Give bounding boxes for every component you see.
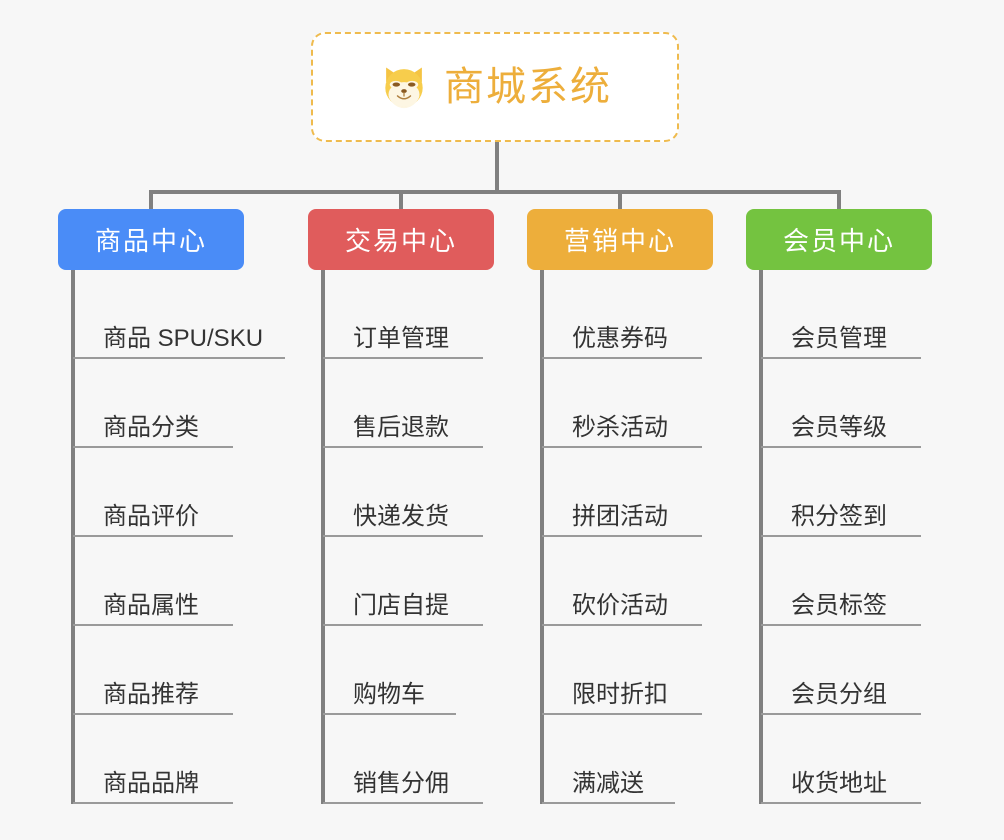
leaf-label: 订单管理 <box>353 324 449 352</box>
leaf-item[interactable]: 购物车 <box>323 626 456 715</box>
leaf-item[interactable]: 会员管理 <box>761 270 921 359</box>
leaf-item[interactable]: 快递发货 <box>323 448 483 537</box>
leaf-label: 商品属性 <box>103 591 199 619</box>
leaf-item[interactable]: 收货地址 <box>761 715 921 804</box>
leaf-item[interactable]: 积分签到 <box>761 448 921 537</box>
leaf-item[interactable]: 订单管理 <box>323 270 483 359</box>
branch-header-label-2: 交易中心 <box>344 226 457 256</box>
leaf-label: 商品分类 <box>103 413 199 441</box>
leaf-label: 商品评价 <box>103 502 199 530</box>
connector-drop-4 <box>837 190 841 211</box>
leaf-label: 商品推荐 <box>103 680 199 708</box>
leaf-label: 售后退款 <box>353 413 449 441</box>
branch-spine-4 <box>759 270 763 804</box>
leaf-item[interactable]: 商品 SPU/SKU <box>73 270 285 359</box>
leaf-list-4: 会员管理 会员等级 积分签到 会员标签 会员分组 收货地址 <box>761 270 921 804</box>
leaf-label: 积分签到 <box>791 502 887 530</box>
leaf-label: 会员标签 <box>791 591 887 619</box>
branch-header-label-1: 商品中心 <box>94 226 207 256</box>
leaf-label: 砍价活动 <box>572 591 668 619</box>
leaf-item[interactable]: 商品推荐 <box>73 626 233 715</box>
leaf-item[interactable]: 销售分佣 <box>323 715 483 804</box>
shiba-dog-icon <box>378 61 430 113</box>
leaf-label: 秒杀活动 <box>572 413 668 441</box>
leaf-item[interactable]: 秒杀活动 <box>542 359 702 448</box>
branch-header-label-3: 营销中心 <box>563 226 676 256</box>
leaf-item[interactable]: 会员分组 <box>761 626 921 715</box>
leaf-label: 优惠券码 <box>572 324 668 352</box>
leaf-item[interactable]: 售后退款 <box>323 359 483 448</box>
leaf-list-3: 优惠券码 秒杀活动 拼团活动 砍价活动 限时折扣 满减送 <box>542 270 702 804</box>
leaf-label: 门店自提 <box>353 591 449 619</box>
leaf-label: 会员管理 <box>791 324 887 352</box>
leaf-list-2: 订单管理 售后退款 快递发货 门店自提 购物车 销售分佣 <box>323 270 483 804</box>
leaf-label: 收货地址 <box>791 769 887 797</box>
leaf-item[interactable]: 优惠券码 <box>542 270 702 359</box>
leaf-item[interactable]: 满减送 <box>542 715 675 804</box>
branch-header-2[interactable]: 交易中心 <box>308 209 494 270</box>
leaf-label: 会员分组 <box>791 680 887 708</box>
leaf-item[interactable]: 砍价活动 <box>542 537 702 626</box>
connector-drop-3 <box>618 190 622 211</box>
leaf-label: 购物车 <box>353 680 425 708</box>
root-label: 商城系统 <box>444 65 612 109</box>
branch-header-3[interactable]: 营销中心 <box>527 209 713 270</box>
root-node[interactable]: 商城系统 <box>311 32 679 142</box>
leaf-label: 拼团活动 <box>572 502 668 530</box>
leaf-label: 满减送 <box>572 769 644 797</box>
leaf-item[interactable]: 商品品牌 <box>73 715 233 804</box>
branch-header-4[interactable]: 会员中心 <box>746 209 932 270</box>
leaf-item[interactable]: 会员等级 <box>761 359 921 448</box>
connector-drop-1 <box>149 190 153 211</box>
connector-bus-bar <box>149 190 841 194</box>
leaf-label: 销售分佣 <box>353 769 449 797</box>
leaf-item[interactable]: 商品分类 <box>73 359 233 448</box>
leaf-item[interactable]: 门店自提 <box>323 537 483 626</box>
branch-header-label-4: 会员中心 <box>782 226 895 256</box>
leaf-label: 限时折扣 <box>572 680 668 708</box>
leaf-list-1: 商品 SPU/SKU 商品分类 商品评价 商品属性 商品推荐 商品品牌 <box>73 270 285 804</box>
branch-spine-1 <box>71 270 75 804</box>
leaf-label: 会员等级 <box>791 413 887 441</box>
branch-spine-3 <box>540 270 544 804</box>
leaf-label: 商品品牌 <box>103 769 199 797</box>
leaf-label: 商品 SPU/SKU <box>103 324 264 352</box>
leaf-label: 快递发货 <box>353 502 449 530</box>
branch-spine-2 <box>321 270 325 804</box>
leaf-item[interactable]: 会员标签 <box>761 537 921 626</box>
branch-header-1[interactable]: 商品中心 <box>58 209 244 270</box>
connector-root-stem <box>495 142 499 192</box>
leaf-item[interactable]: 商品评价 <box>73 448 233 537</box>
connector-drop-2 <box>399 190 403 211</box>
leaf-item[interactable]: 限时折扣 <box>542 626 702 715</box>
leaf-item[interactable]: 商品属性 <box>73 537 233 626</box>
leaf-item[interactable]: 拼团活动 <box>542 448 702 537</box>
